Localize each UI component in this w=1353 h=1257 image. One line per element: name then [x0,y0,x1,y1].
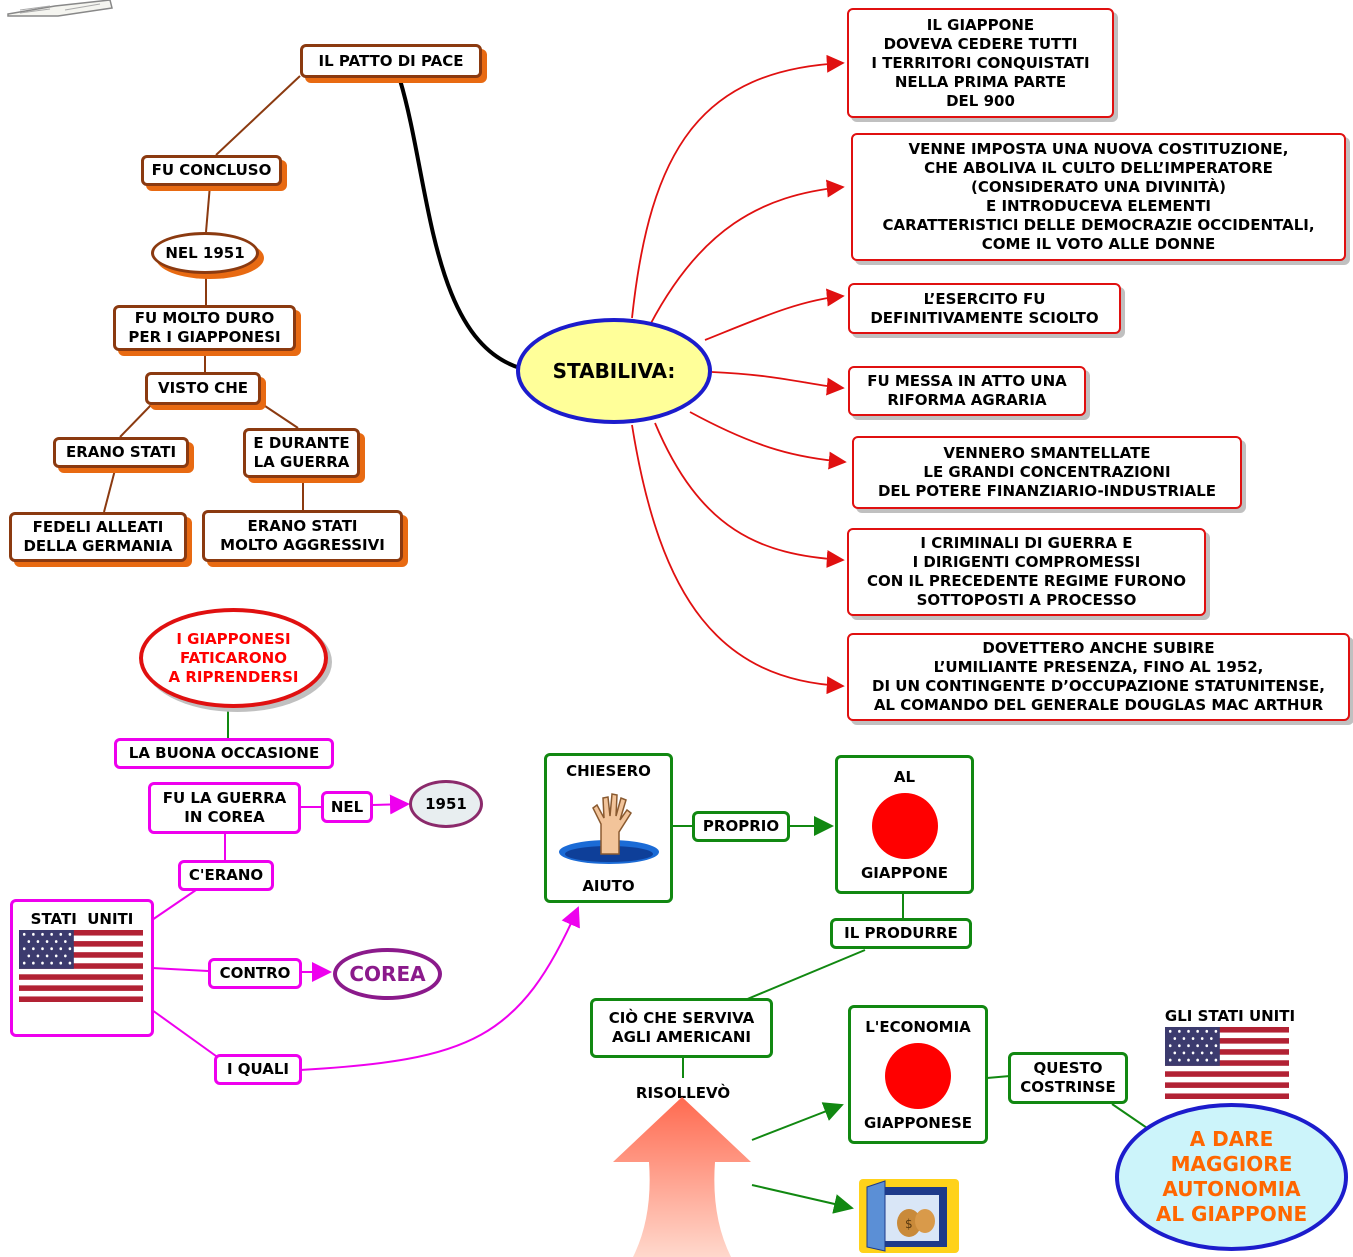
risollevo-label: RISOLLEVÒ [635,1083,731,1102]
stabiliva-center-node: STABILIVA: [516,318,712,424]
economia-node: L'ECONOMIA GIAPPONESE [848,1005,988,1144]
aiuto-label: AIUTO [582,877,635,895]
fu-concluso-node: FU CONCLUSO [141,155,282,186]
japan-flag-icon [885,1042,951,1109]
patto-di-pace-node: IL PATTO DI PACE [300,44,482,78]
stabiliva-item-4: FU MESSA IN ATTO UNA RIFORMA AGRARIA [848,366,1086,416]
stati-uniti-label: STATI UNITI [30,910,134,928]
economia-label: L'ECONOMIA [865,1018,971,1036]
visto-che-node: VISTO CHE [145,372,261,405]
year-1951-node: 1951 [409,780,483,828]
nel-node: NEL [321,791,373,823]
stabiliva-item-7: DOVETTERO ANCHE SUBIRE L’UMILIANTE PRESE… [847,633,1350,721]
al-label: AL [893,768,916,786]
cerano-node: C'ERANO [178,860,274,891]
autonomia-node: A DARE MAGGIORE AUTONOMIA AL GIAPPONE [1115,1103,1348,1251]
gli-stati-uniti-label: GLI STATI UNITI [1164,1006,1296,1025]
giappone-label: GIAPPONE [860,864,949,882]
nel-1951-node: NEL 1951 [151,232,259,274]
corea-node: COREA [333,948,442,1000]
proprio-node: PROPRIO [692,811,790,842]
svg-text:$: $ [905,1217,913,1231]
fedeli-alleati-node: FEDELI ALLEATI DELLA GERMANIA [9,512,187,562]
costrinse-node: QUESTO COSTRINSE [1008,1052,1128,1104]
giapponese-label: GIAPPONESE [863,1114,973,1132]
us-flag-icon [19,930,143,1002]
erano-stati-node: ERANO STATI [53,437,189,468]
us-flag-icon [1165,1027,1289,1099]
molto-duro-node: FU MOLTO DURO PER I GIAPPONESI [113,305,296,351]
stabiliva-item-5: VENNERO SMANTELLATE LE GRANDI CONCENTRAZ… [852,436,1242,509]
stabiliva-item-2: VENNE IMPOSTA UNA NUOVA COSTITUZIONE, CH… [851,133,1346,261]
chiesero-aiuto-node: CHIESERO AIUTO [544,753,673,903]
i-quali-node: I QUALI [214,1054,302,1085]
chiesero-label: CHIESERO [566,762,651,780]
il-produrre-node: IL PRODURRE [830,918,972,949]
japan-flag-icon [871,792,938,859]
stabiliva-item-6: I CRIMINALI DI GUERRA E I DIRIGENTI COMP… [847,528,1206,616]
up-arrow-icon [613,1097,751,1257]
durante-guerra-node: E DURANTE LA GUERRA [243,428,360,478]
stabiliva-item-3: L’ESERCITO FU DEFINITIVAMENTE SCIOLTO [848,283,1121,334]
stabiliva-item-1: IL GIAPPONE DOVEVA CEDERE TUTTI I TERRIT… [847,8,1114,118]
serviva-americani-node: CIÒ CHE SERVIVA AGLI AMERICANI [590,998,773,1058]
al-giappone-node: AL GIAPPONE [835,755,974,894]
guerra-corea-node: FU LA GUERRA IN COREA [148,782,301,834]
book-icon [7,0,113,17]
buona-occasione-node: LA BUONA OCCASIONE [114,738,334,769]
contro-node: CONTRO [208,958,302,989]
aggressivi-node: ERANO STATI MOLTO AGGRESSIVI [202,510,403,562]
faticarono-node: I GIAPPONESI FATICARONO A RIPRENDERSI [139,608,328,708]
drowning-hand-icon [558,793,659,864]
money-safe-icon: $ [859,1179,959,1253]
